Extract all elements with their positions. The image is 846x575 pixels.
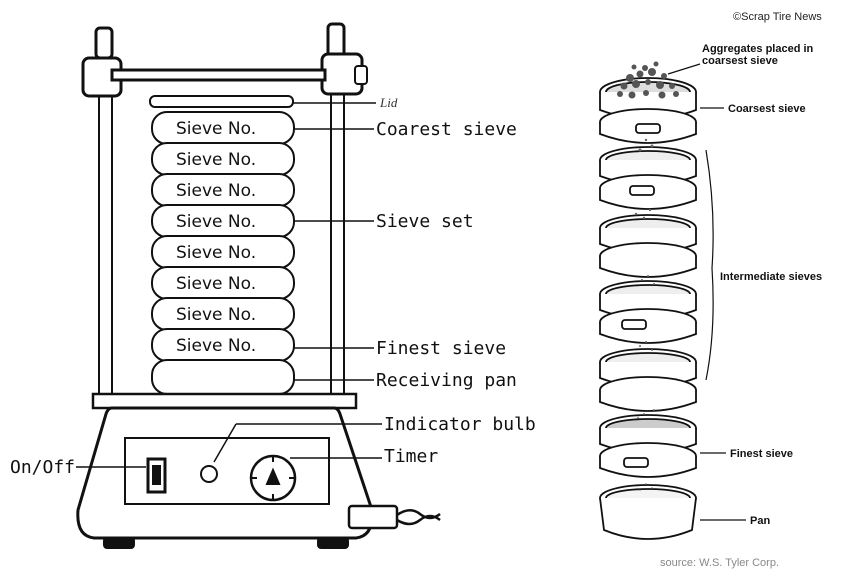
sieve-no-2: Sieve No. [176, 150, 256, 170]
receiving-pan [151, 359, 295, 395]
crossbar-bolt [354, 65, 368, 85]
source-text: source: W.S. Tyler Corp. [660, 557, 779, 569]
on-off-label: On/Off [10, 457, 75, 478]
indicator-bulb [200, 465, 218, 483]
base-plate [91, 392, 358, 410]
finest-sieve-label: Finest sieve [376, 338, 506, 359]
lid-label: Lid [379, 95, 398, 110]
sieve-stack [151, 111, 295, 395]
power-cord [396, 509, 441, 526]
exploded-sieve-5 [599, 348, 697, 412]
aggregates-label-line2: coarsest sieve [702, 55, 778, 67]
exploded-sieve-2 [599, 146, 697, 210]
sieve-labels: Sieve No. Sieve No. Sieve No. Sieve No. … [176, 119, 256, 356]
sieve-set-label: Sieve set [376, 211, 474, 232]
left-leaders [76, 102, 382, 468]
power-switch-toggle [152, 465, 161, 485]
exploded-pan [599, 484, 697, 540]
indicator-bulb-label: Indicator bulb [384, 414, 536, 435]
pan-label: Pan [750, 515, 770, 527]
sieve-no-5: Sieve No. [176, 243, 256, 263]
finest-sieve-right-label: Finest sieve [730, 448, 793, 460]
exploded-sieve-3 [599, 214, 697, 278]
sieve-no-3: Sieve No. [176, 181, 256, 201]
crossbar [110, 68, 327, 82]
exploded-stack [599, 61, 697, 540]
sieve-shaker [76, 22, 441, 549]
left-post-knob [94, 26, 114, 60]
sieve-no-7: Sieve No. [176, 305, 256, 325]
right-leaders [667, 63, 746, 521]
lid [149, 95, 294, 108]
right-post [330, 77, 345, 399]
exploded-sieve-1 [599, 77, 697, 144]
aggregate-pile [617, 61, 679, 99]
intermediate-sieves-label: Intermediate sieves [720, 271, 822, 283]
foot-right [317, 537, 349, 549]
coarsest-sieve-right-label: Coarsest sieve [728, 103, 806, 115]
timer-label: Timer [384, 446, 438, 467]
credit-text: ©Scrap Tire News [733, 11, 822, 23]
exploded-sieve-6 [599, 414, 697, 478]
receiving-pan-label: Receiving pan [376, 370, 517, 391]
falling-particles [634, 138, 655, 491]
aggregates-label-line1: Aggregates placed in [702, 43, 814, 55]
sieve-no-6: Sieve No. [176, 274, 256, 294]
timer-pointer [265, 467, 281, 485]
sieve-no-4: Sieve No. [176, 212, 256, 232]
foot-left [103, 537, 135, 549]
exploded-sieve-4 [599, 280, 697, 344]
power-plug [347, 504, 399, 530]
sieve-no-1: Sieve No. [176, 119, 256, 139]
coarsest-sieve-label: Coarest sieve [376, 119, 517, 140]
sieve-no-8: Sieve No. [176, 336, 256, 356]
left-post [98, 77, 113, 399]
